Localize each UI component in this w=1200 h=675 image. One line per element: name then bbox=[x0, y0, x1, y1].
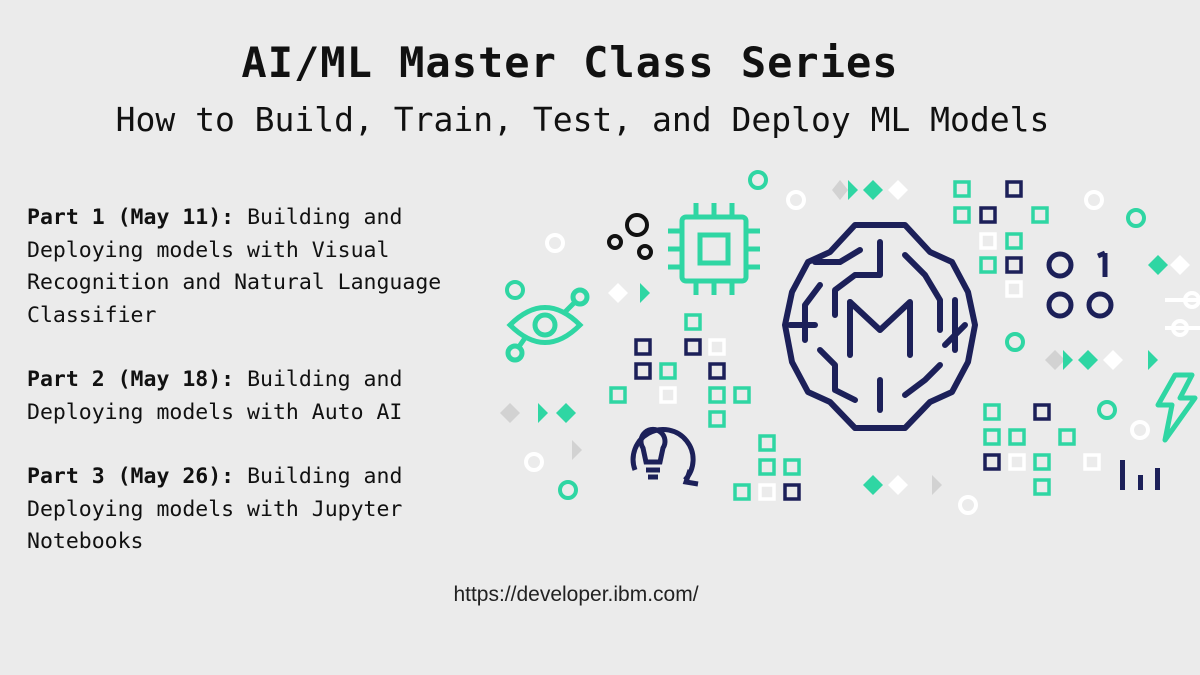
circle-dots bbox=[505, 170, 1150, 515]
connector-icon bbox=[1165, 291, 1200, 337]
session-item-part-2: Part 2 (May 18): Building and Deploying … bbox=[27, 364, 497, 429]
session-label: Part 3 (May 26): bbox=[27, 464, 235, 489]
session-list: Part 1 (May 11): Building and Deploying … bbox=[27, 202, 497, 591]
lightbulb-icon bbox=[630, 426, 699, 487]
eye-icon bbox=[505, 287, 590, 363]
diamond-pattern bbox=[500, 180, 1190, 495]
footer-url: https://developer.ibm.com/ bbox=[453, 583, 699, 606]
session-item-part-1: Part 1 (May 11): Building and Deploying … bbox=[27, 202, 497, 332]
lightning-icon bbox=[1155, 372, 1198, 443]
session-item-part-3: Part 3 (May 26): Building and Deploying … bbox=[27, 461, 497, 559]
session-text: Building and Deploying models with Visua… bbox=[27, 205, 442, 328]
square-pattern bbox=[609, 180, 1101, 501]
brain-icon bbox=[782, 222, 978, 431]
binary-icon bbox=[1046, 250, 1114, 319]
ml-illustration bbox=[500, 170, 1200, 515]
session-text: Building and Deploying models with Auto … bbox=[27, 367, 403, 425]
bar-chart-icon bbox=[1120, 460, 1160, 490]
session-label: Part 1 (May 11): bbox=[27, 205, 235, 230]
session-text: Building and Deploying models with Jupyt… bbox=[27, 464, 403, 554]
chip-icon bbox=[668, 203, 760, 295]
page-subtitle: How to Build, Train, Test, and Deploy ML… bbox=[115, 100, 1050, 139]
page-title: AI/ML Master Class Series bbox=[241, 38, 899, 87]
session-label: Part 2 (May 18): bbox=[27, 367, 235, 392]
